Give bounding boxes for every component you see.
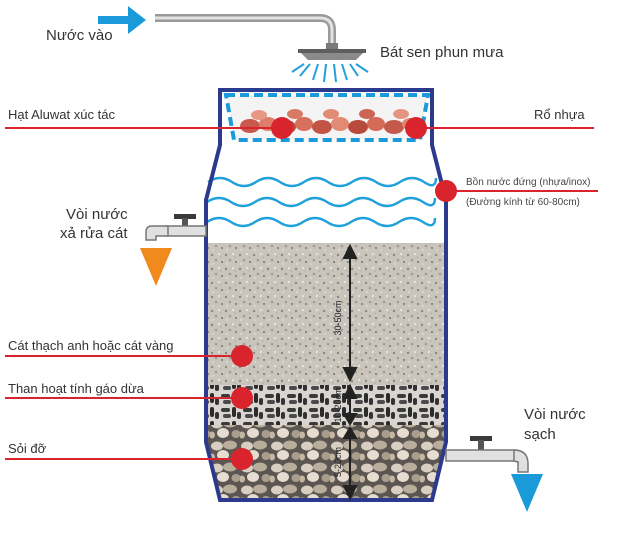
clean-tap [445,436,529,473]
marker-dots [231,117,457,470]
charcoal-label: Than hoạt tính gáo dừa [8,381,144,396]
shower-head-label: Bát sen phun mưa [380,44,504,61]
tank-label: Bồn nước đứng (nhựa/inox) [466,177,591,188]
gravel-dimension: 5-20cm [333,447,343,477]
gravel-layer [207,425,445,500]
clean-tap-label-2: sạch [524,426,556,443]
inlet-pipe [155,14,336,45]
water-waves [206,176,438,228]
drain-tap-label-1: Vòi nước [66,206,128,223]
sand-dimension: 30-50cm [333,300,343,335]
clean-water-arrow [511,474,543,512]
sand-label: Cát thạch anh hoặc cát vàng [8,338,174,353]
basket-outline [223,93,431,142]
drain-arrow [140,248,172,286]
catalyst-label: Hạt Aluwat xúc tác [8,107,115,122]
gravel-label: Sỏi đỡ [8,441,47,456]
clean-tap-label-1: Vòi nước [524,406,586,423]
drain-tap [145,214,207,241]
basket-label: Rổ nhựa [534,107,585,122]
water-in-arrow [98,6,146,34]
spray-lines [291,63,369,83]
charcoal-dimension: 10-20cm [333,387,343,422]
drain-tap-label-2: xả rửa cát [60,225,128,242]
tank-outline [204,88,448,502]
tank-diameter-label: (Đường kính từ 60-80cm) [466,197,580,208]
dimension-arrows [342,243,358,501]
water-in-label: Nước vào [46,27,113,44]
leader-lines [5,127,598,460]
